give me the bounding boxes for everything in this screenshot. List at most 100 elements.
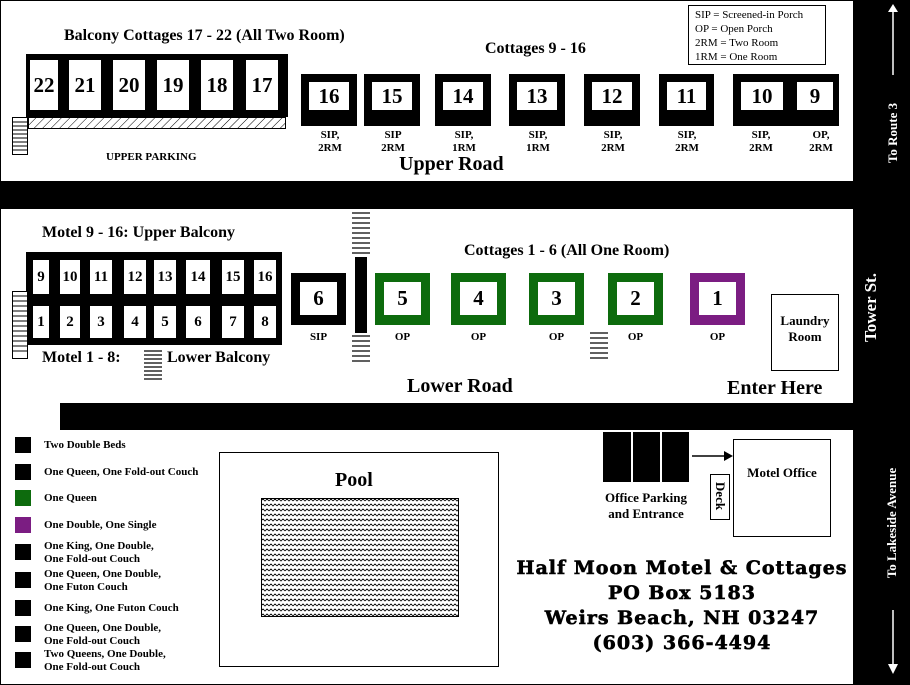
- contact-block: Half Moon Motel & Cottages PO Box 5183 W…: [510, 556, 854, 656]
- stairs-icon: [144, 350, 162, 380]
- legend-line: One Fold-out Couch: [44, 661, 140, 673]
- po-box: PO Box 5183: [607, 582, 756, 605]
- label-line: 2RM: [601, 142, 625, 154]
- legend-text: One Queen: [44, 492, 97, 505]
- label-line: SIP,: [528, 129, 548, 141]
- legend-swatch: [15, 544, 31, 560]
- motel-upper-unit: 9: [33, 260, 49, 294]
- motel-upper-unit: 15: [222, 260, 244, 294]
- legend-line: One Double, One Single: [44, 519, 157, 531]
- cottage-number: 14: [443, 82, 483, 110]
- office-parking-block: [603, 432, 689, 482]
- cottage-number: 3: [538, 282, 575, 315]
- cottage-porch-label: SIP,2RM: [587, 129, 639, 155]
- cottage-porch-label: OP,2RM: [795, 129, 847, 155]
- deck-label: Deck: [713, 481, 728, 511]
- motel-lower-unit: 1: [33, 306, 49, 338]
- pool-label: Pool: [335, 469, 373, 491]
- key-line: 1RM = One Room: [695, 51, 778, 63]
- cottage-number: 13: [517, 82, 557, 110]
- label-line: SIP,: [603, 129, 623, 141]
- stairs-icon: [12, 117, 28, 155]
- legend-text: One Queen, One Double,One Fold-out Couch: [44, 622, 161, 648]
- label-line: SIP,: [320, 129, 340, 141]
- label-line: 2RM: [809, 142, 833, 154]
- legend-text: One Queen, One Double,One Futon Couch: [44, 568, 161, 594]
- legend-line: One Fold-out Couch: [44, 553, 140, 565]
- cottage-porch-label: SIP,1RM: [512, 129, 564, 155]
- legend-swatch: [15, 517, 31, 533]
- label-line: OP,: [812, 129, 830, 141]
- legend-swatch: [15, 626, 31, 642]
- parking-divider: [660, 432, 662, 482]
- lower-balcony-label: Lower Balcony: [167, 349, 271, 366]
- motel-lower-unit: 4: [124, 306, 146, 338]
- label-line: SIP,: [751, 129, 771, 141]
- legend-text: Two Double Beds: [44, 439, 126, 452]
- motel-office: Motel Office: [733, 439, 831, 537]
- cottage-porch-label: OP: [627, 331, 644, 343]
- cottage-porch-label: SIP,2RM: [735, 129, 787, 155]
- motel-lower-unit: 5: [154, 306, 176, 338]
- cottage-number: 1: [699, 282, 736, 315]
- cottage-porch-label: OP: [709, 331, 726, 343]
- side-street-bar: [876, 0, 910, 685]
- label-line: 2RM: [381, 142, 405, 154]
- label-line: 1RM: [526, 142, 550, 154]
- balcony-unit: 19: [157, 60, 189, 110]
- motel-9-16-title: Motel 9 - 16: Upper Balcony: [42, 224, 236, 241]
- legend-text: One King, One Double,One Fold-out Couch: [44, 540, 154, 566]
- laundry-room: Laundry Room: [771, 294, 839, 371]
- legend-swatch: [15, 600, 31, 616]
- upper-parking-label: UPPER PARKING: [106, 151, 197, 163]
- stairs-icon: [590, 332, 608, 359]
- cottages-9-16-title: Cottages 9 - 16: [485, 40, 586, 57]
- key-line: 2RM = Two Room: [695, 37, 779, 49]
- city-line: Weirs Beach, NH 03247: [544, 607, 820, 630]
- cottage-number: 2: [617, 282, 654, 315]
- parking-divider: [631, 432, 633, 482]
- lower-road-bar: [60, 403, 853, 430]
- motel-upper-unit: 16: [254, 260, 276, 294]
- label-line: SIP: [384, 129, 402, 141]
- label-line: SIP,: [454, 129, 474, 141]
- motel-upper-unit: 10: [60, 260, 80, 294]
- legend-line: Two Double Beds: [44, 439, 126, 451]
- motel-lower-unit: 3: [90, 306, 112, 338]
- balcony-unit: 17: [246, 60, 278, 110]
- legend-swatch: [15, 652, 31, 668]
- legend-text: One Double, One Single: [44, 519, 156, 532]
- business-name: Half Moon Motel & Cottages: [516, 557, 848, 580]
- motel-upper-unit: 14: [186, 260, 210, 294]
- legend-swatch: [15, 437, 31, 453]
- motel-upper-unit: 13: [154, 260, 176, 294]
- motel-upper-unit: 12: [124, 260, 146, 294]
- cottage-number: 4: [460, 282, 497, 315]
- walkway-pillar: [355, 257, 367, 333]
- legend-line: One King, One Futon Couch: [44, 602, 179, 614]
- legend-swatch: [15, 572, 31, 588]
- phone-line: (603) 366-4494: [592, 632, 772, 655]
- legend-line: One Queen: [44, 492, 97, 504]
- legend-line: One Queen, One Fold-out Couch: [44, 466, 199, 478]
- upper-road-bar: [0, 181, 853, 209]
- label-line: 2RM: [318, 142, 342, 154]
- cottage-porch-label: SIP,1RM: [438, 129, 490, 155]
- office-parking-label: Office Parking and Entrance: [595, 490, 697, 522]
- pool-area: [219, 452, 499, 667]
- pool-water: [261, 498, 459, 617]
- motel-lower-unit: 2: [60, 306, 80, 338]
- legend-line: Two Queens, One Double,: [44, 648, 166, 660]
- laundry-label: Laundry Room: [780, 313, 830, 344]
- cottage-number: 16: [309, 82, 349, 110]
- balcony-unit: 18: [201, 60, 233, 110]
- balcony-unit: 21: [69, 60, 101, 110]
- key-line: OP = Open Porch: [695, 23, 773, 35]
- deck: [710, 474, 730, 520]
- stairs-icon: [352, 212, 370, 254]
- motel-lower-unit: 7: [222, 306, 244, 338]
- cottage-number: 15: [372, 82, 412, 110]
- label-line: 2RM: [675, 142, 699, 154]
- key-box: SIP = Screened-in Porch OP = Open Porch …: [688, 5, 826, 65]
- motel-lower-unit: 8: [254, 306, 276, 338]
